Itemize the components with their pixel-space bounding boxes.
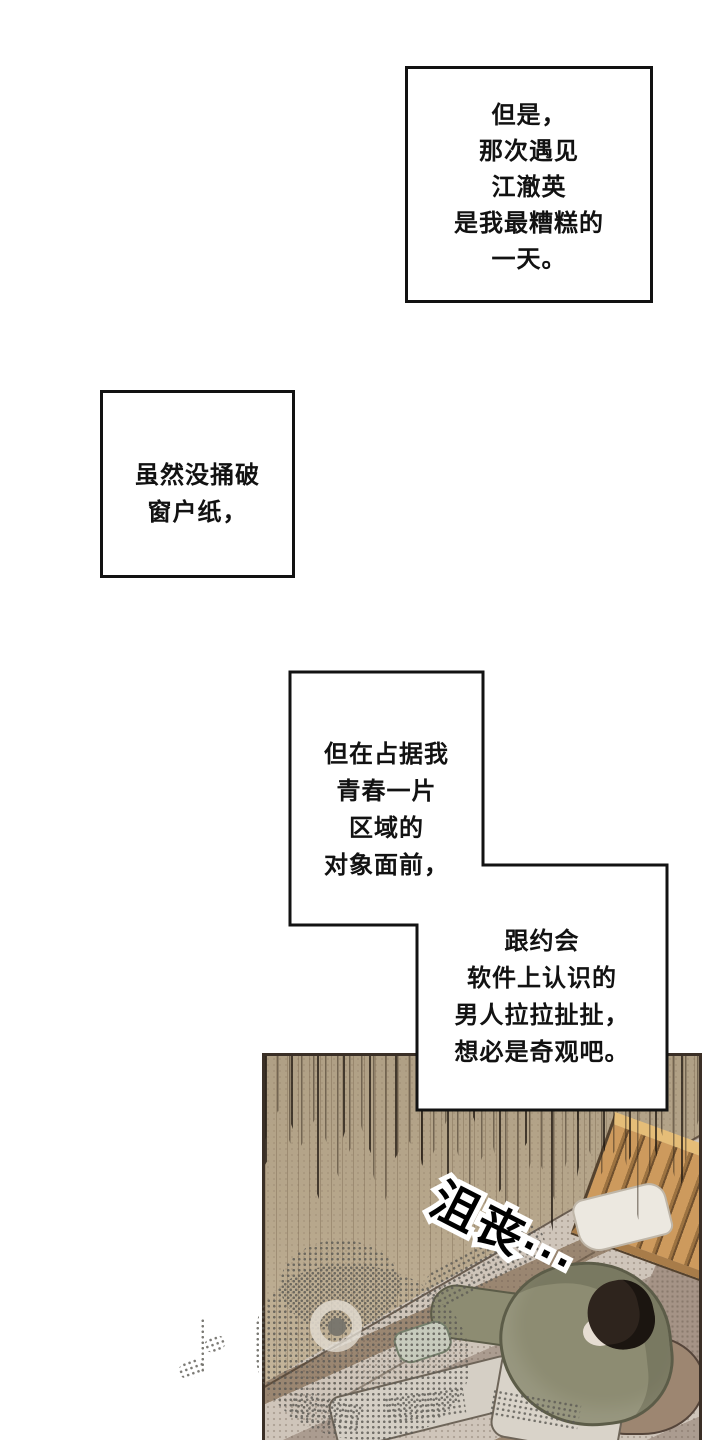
music-note-icon [175, 1356, 207, 1382]
speech-line: 虽然没捅破 [135, 461, 260, 489]
speech-line: 江澈英 [491, 174, 567, 201]
speech-line: 区域的 [349, 814, 424, 842]
speech-line: 对象面前， [324, 851, 449, 879]
speech-line: 是我最糟糕的 [454, 210, 604, 237]
speech-box-3-4-outline [288, 670, 669, 1112]
speech-line: 窗户纸， [147, 498, 248, 526]
speech-line: 但是， [491, 102, 567, 129]
speech-line: 软件上认识的 [467, 964, 617, 992]
speech-line: 想必是奇观吧。 [454, 1038, 630, 1066]
speech-box-2: 虽然没捅破 窗户纸， [100, 390, 295, 578]
speech-box-1: 但是， 那次遇见 江澈英 是我最糟糕的 一天。 [405, 66, 653, 303]
speech-line: 男人拉拉扯扯， [454, 1001, 630, 1029]
speech-line: 跟约会 [504, 927, 580, 955]
music-note-icon [200, 1318, 207, 1374]
music-note-icon [201, 1332, 229, 1356]
speech-line: 青春一片 [336, 777, 437, 805]
speech-line: 那次遇见 [479, 138, 579, 165]
speech-line: 但在占据我 [324, 740, 449, 768]
speech-box-3: 但在占据我 青春一片 区域的 对象面前， [290, 672, 483, 925]
speech-line: 一天。 [491, 246, 567, 273]
speech-box-4: 跟约会 软件上认识的 男人拉拉扯扯， 想必是奇观吧。 [417, 865, 667, 1110]
watermark-corner-cut [0, 1380, 130, 1440]
